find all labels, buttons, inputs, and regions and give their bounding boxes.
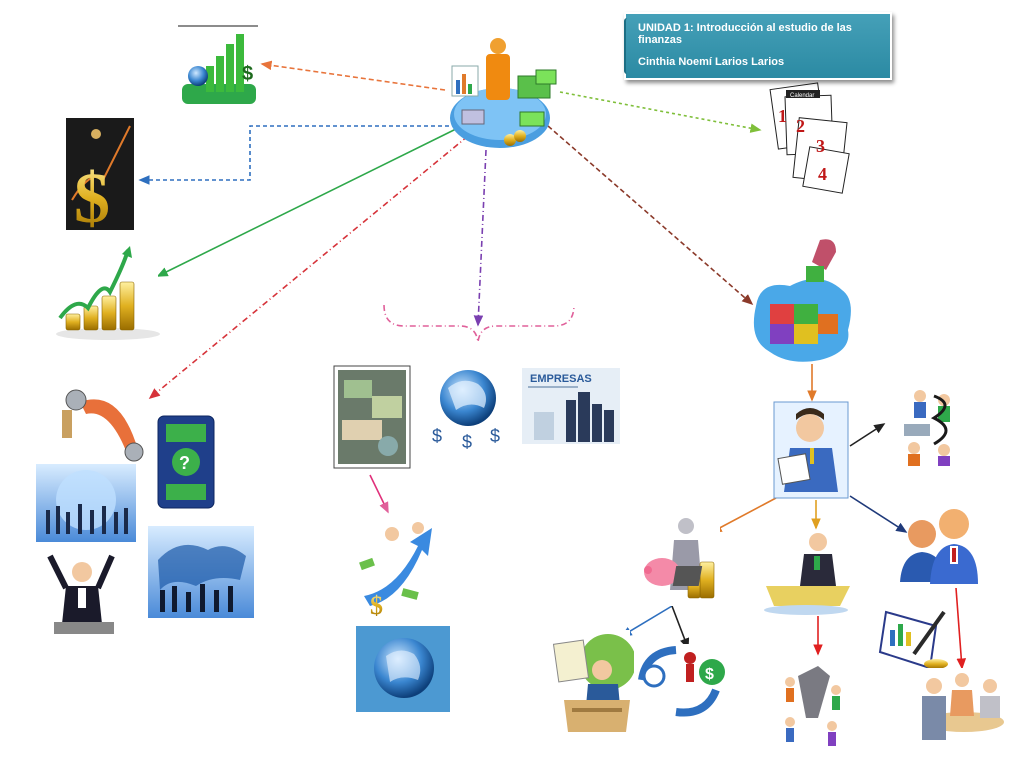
title-box-curl <box>624 18 632 74</box>
calendar-icon: Calendar 1 2 3 4 <box>769 82 850 194</box>
calendar-number-3: 3 <box>816 136 825 156</box>
arrow-piggy-to-cycle <box>671 605 690 650</box>
celebrating-businessman-icon <box>44 548 124 644</box>
money-cycle-icon: $ <box>634 644 726 717</box>
piggy-bank-icon <box>642 516 720 606</box>
dollar-sign-label: $ <box>242 63 253 85</box>
globe-money-icon: $ $ $ <box>432 370 500 452</box>
laptop-worker-icon <box>672 532 850 616</box>
arrow-hub-to-golden-dollar <box>138 125 456 185</box>
meeting-people-icon <box>896 384 960 468</box>
empresas-buildings-icon: EMPRESAS <box>522 368 620 444</box>
brace-empresas <box>383 304 575 343</box>
chart-pen-icon <box>878 608 948 670</box>
puzzle-hand-icon <box>753 239 851 362</box>
svg-text:$: $ <box>370 591 383 620</box>
arrow-partners-to-meeting <box>955 587 967 670</box>
arrow-businessman-to-partners <box>849 495 908 533</box>
money-arrow-icon: $ <box>356 518 434 620</box>
svg-text:$: $ <box>432 426 442 446</box>
calendar-number-4: 4 <box>818 164 827 184</box>
coin-stacks-growth-icon <box>54 246 160 340</box>
svg-text:$: $ <box>705 666 714 683</box>
empresas-label: EMPRESAS <box>530 373 592 385</box>
finance-hub-icon <box>450 38 557 148</box>
money-globe-icon <box>356 626 450 712</box>
world-business-icon <box>36 464 136 542</box>
unit-title-box: UNIDAD 1: Introducción al estudio de las… <box>624 12 892 80</box>
arrow-hub-to-coin-growth <box>156 127 459 277</box>
business-partners-icon <box>900 509 978 584</box>
arrow-businessman-to-piggy <box>710 497 777 533</box>
arrow-businessman-to-meeting <box>849 423 886 447</box>
business-meeting-icon <box>914 668 1006 754</box>
arrow-hub-to-puzzle <box>547 125 754 306</box>
world-map-people-icon <box>148 526 254 618</box>
calendar-number-2: 2 <box>796 116 805 136</box>
wrench-bolt-icon <box>62 389 144 462</box>
unit-title: UNIDAD 1: Introducción al estudio de las… <box>638 22 852 46</box>
arrow-hub-to-calendar <box>559 91 762 133</box>
accountant-icon <box>552 630 636 734</box>
arrow-hub-to-money-chart <box>260 60 446 91</box>
svg-text:$: $ <box>462 432 472 452</box>
arrow-hub-to-business-cluster <box>148 135 469 400</box>
golden-dollar-icon: $ <box>66 118 134 238</box>
money-collage-icon <box>333 365 411 469</box>
money-growth-chart-icon: $ <box>178 25 260 106</box>
svg-text:$: $ <box>74 158 110 238</box>
connectors <box>138 60 967 670</box>
question-card-icon: ? <box>157 415 215 509</box>
svg-text:$: $ <box>490 426 500 446</box>
arrow-piggy-to-accountant <box>620 605 673 637</box>
author-name: Cinthia Noemí Larios Larios <box>638 56 785 68</box>
calendar-number-1: 1 <box>778 106 787 126</box>
svg-text:?: ? <box>179 453 190 473</box>
arrow-hub-to-brace <box>473 149 487 327</box>
businessman-document-icon <box>773 401 849 499</box>
team-network-icon <box>774 658 848 752</box>
arrow-collage-to-money-arrow <box>369 474 389 514</box>
calendar-tab-label: Calendar <box>790 93 814 99</box>
